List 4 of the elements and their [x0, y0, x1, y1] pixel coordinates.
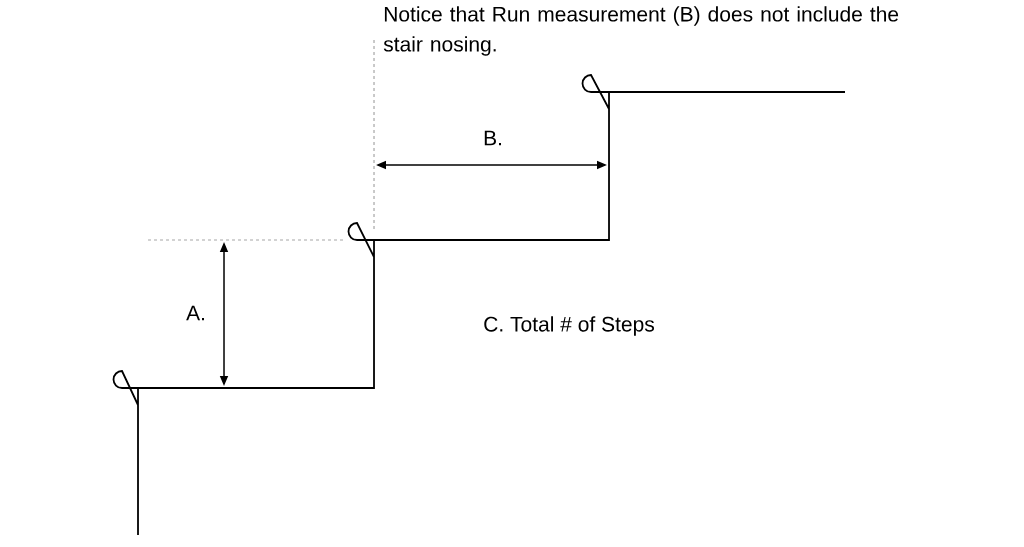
step-count-label: C. Total # of Steps: [484, 316, 654, 336]
dimension-label: B.: [484, 130, 501, 146]
dimension-label: A.: [186, 305, 204, 321]
note-text: Notice that Run measurement (B) does not include the stair nosing.: [383, 6, 899, 56]
